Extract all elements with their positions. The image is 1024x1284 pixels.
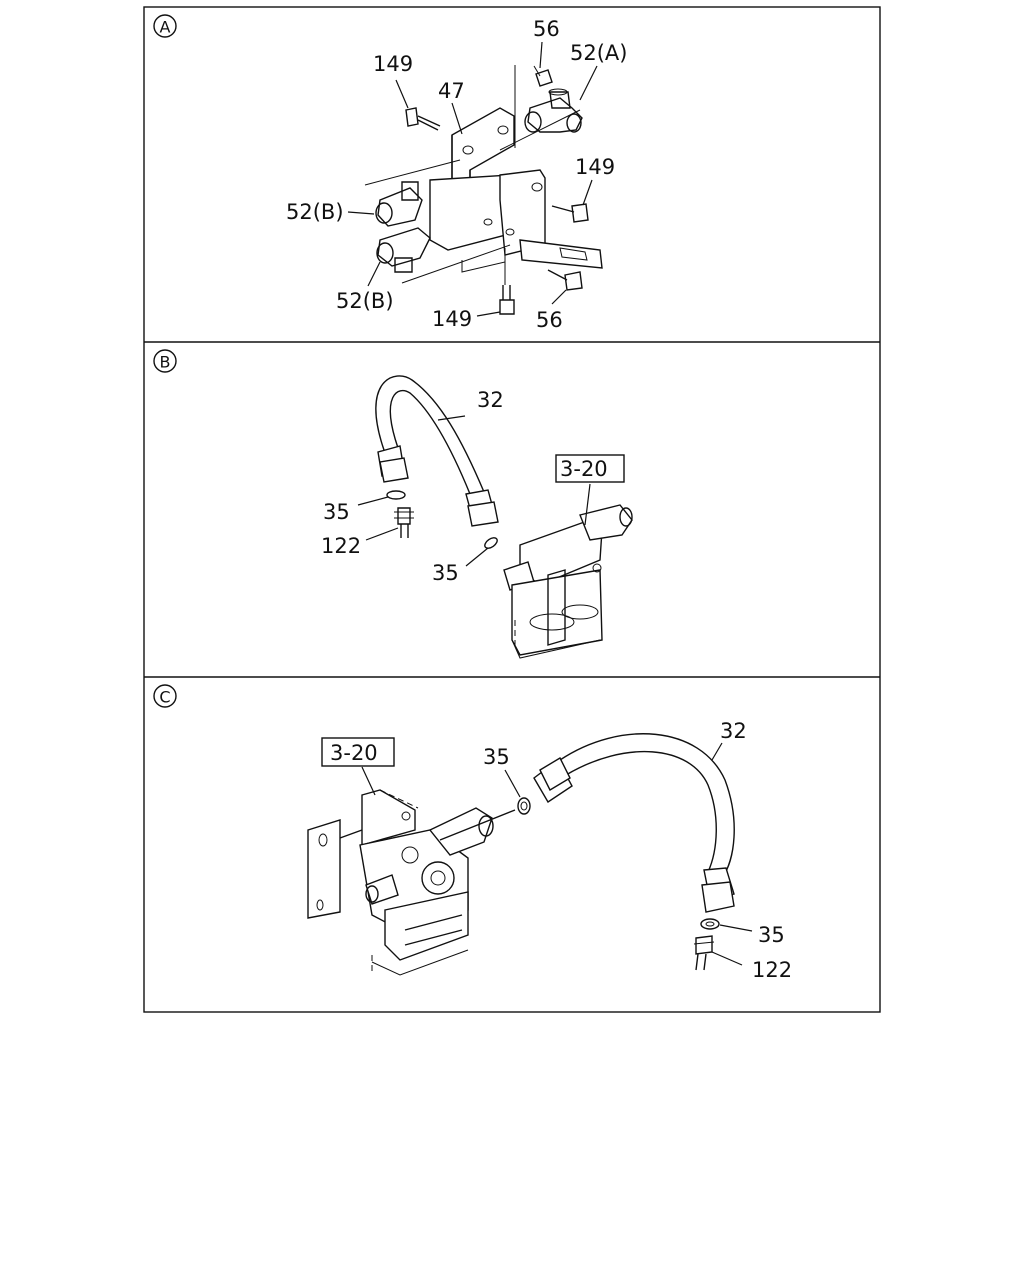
bolt-122-c: [693, 935, 715, 971]
hose-32-b: [375, 375, 499, 527]
callout-3-20-c: 3-20: [330, 741, 378, 765]
washer-35-b-left: [386, 490, 406, 500]
ref-box-3-20-c: [321, 737, 395, 767]
bolt-149-right: [551, 203, 589, 223]
callout-35-c-top: 35: [483, 745, 510, 769]
fitting-52a: [524, 88, 583, 133]
bolt-56-top: [533, 65, 553, 87]
bolt-149-top: [405, 107, 441, 131]
callout-149-right: 149: [575, 155, 615, 179]
bolt-56-bottom: [547, 269, 583, 291]
fitting-52b-lower: [376, 227, 431, 273]
callout-149-top: 149: [373, 52, 413, 76]
callout-32-b: 32: [477, 388, 504, 412]
callout-56-bottom: 56: [536, 308, 563, 332]
panel-a: A: [153, 14, 627, 332]
callout-35-b-mid: 35: [432, 561, 459, 585]
callout-3-20-b: 3-20: [560, 457, 608, 481]
panel-c: C: [153, 684, 792, 982]
panel-a-letter: A: [160, 18, 171, 37]
callout-47: 47: [438, 79, 465, 103]
diagram-frame: [143, 6, 881, 1013]
ref-box-3-20-b: [555, 454, 625, 483]
callout-52a: 52(A): [570, 41, 627, 65]
bolt-149-bottom: [499, 285, 515, 315]
panel-b-letter-circle: [153, 349, 177, 373]
panel-b: B: [153, 349, 633, 659]
panel-b-letter: B: [160, 353, 171, 372]
panel-c-letter: C: [159, 688, 170, 707]
hose-32-c: [533, 733, 735, 913]
callout-122-c: 122: [752, 958, 792, 982]
panel-a-letter-circle: [153, 14, 177, 38]
callout-122-b: 122: [321, 534, 361, 558]
callout-52b-lower: 52(B): [336, 289, 394, 313]
callout-35-c-right: 35: [758, 923, 785, 947]
callout-56-top: 56: [533, 17, 560, 41]
panel-c-letter-circle: [153, 684, 177, 708]
callout-32-c: 32: [720, 719, 747, 743]
washer-35-c-top: [517, 797, 531, 815]
bolt-122-b: [394, 507, 414, 538]
lower-bracket: [429, 169, 603, 273]
callout-149-bottom: 149: [432, 307, 472, 331]
valve-assembly-c: [359, 807, 516, 976]
washer-35-b-mid: [484, 537, 498, 549]
fitting-52b-upper: [375, 181, 423, 227]
callout-35-b-left: 35: [323, 500, 350, 524]
valve-assembly-b: [503, 504, 633, 659]
callout-52b-upper: 52(B): [286, 200, 344, 224]
washer-35-c-right: [700, 918, 720, 930]
mount-bracket-c: [307, 789, 419, 919]
